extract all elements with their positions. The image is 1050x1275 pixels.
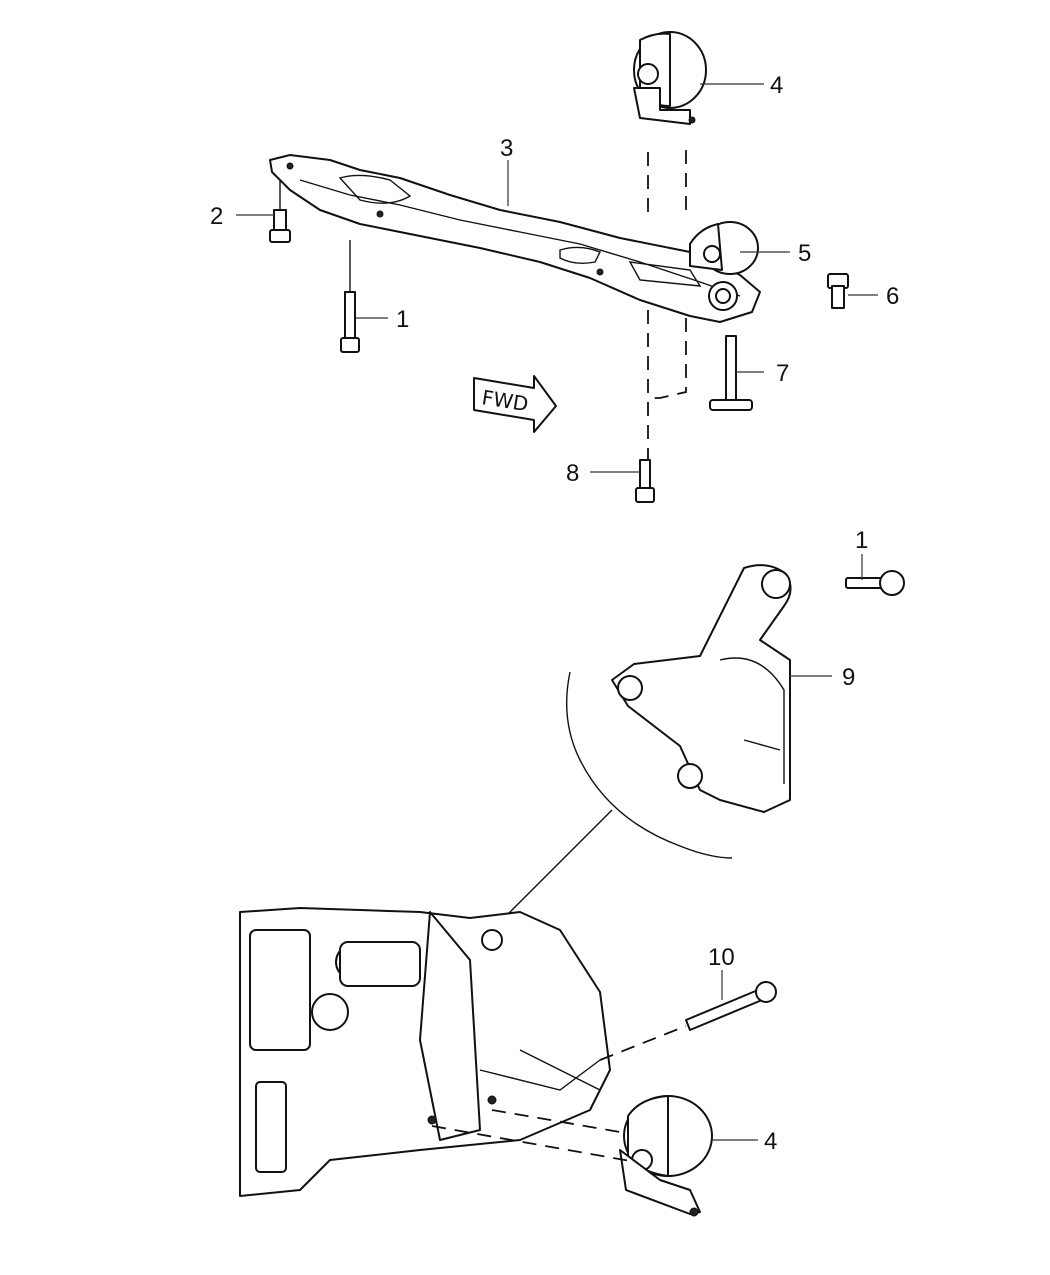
engine-mount-lower [619, 1095, 713, 1217]
callout-4-lower: 4 [764, 1128, 777, 1155]
callout-4-upper: 4 [770, 72, 783, 99]
engine-mount-upper [633, 31, 707, 125]
bolt-10 [685, 981, 777, 1031]
callout-3: 3 [500, 135, 513, 162]
bolt-1-upper [340, 291, 360, 353]
engine-assembly [239, 907, 611, 1197]
callout-7: 7 [776, 360, 789, 387]
callout-2: 2 [210, 203, 223, 230]
callout-1-lower: 1 [855, 527, 868, 554]
callout-6: 6 [886, 283, 899, 310]
callout-10: 10 [708, 944, 735, 971]
callout-9: 9 [842, 664, 855, 691]
crossmember [269, 154, 761, 323]
bolt-1-lower [845, 570, 905, 596]
forward-arrow: FWD [473, 375, 557, 433]
callout-1-upper: 1 [396, 306, 409, 333]
callout-8: 8 [566, 460, 579, 487]
rear-mount [689, 221, 759, 275]
callout-5: 5 [798, 240, 811, 267]
bolt-7 [709, 335, 753, 411]
bolt-6 [827, 273, 849, 309]
mount-bracket [611, 564, 792, 813]
bolt-8 [635, 459, 655, 503]
